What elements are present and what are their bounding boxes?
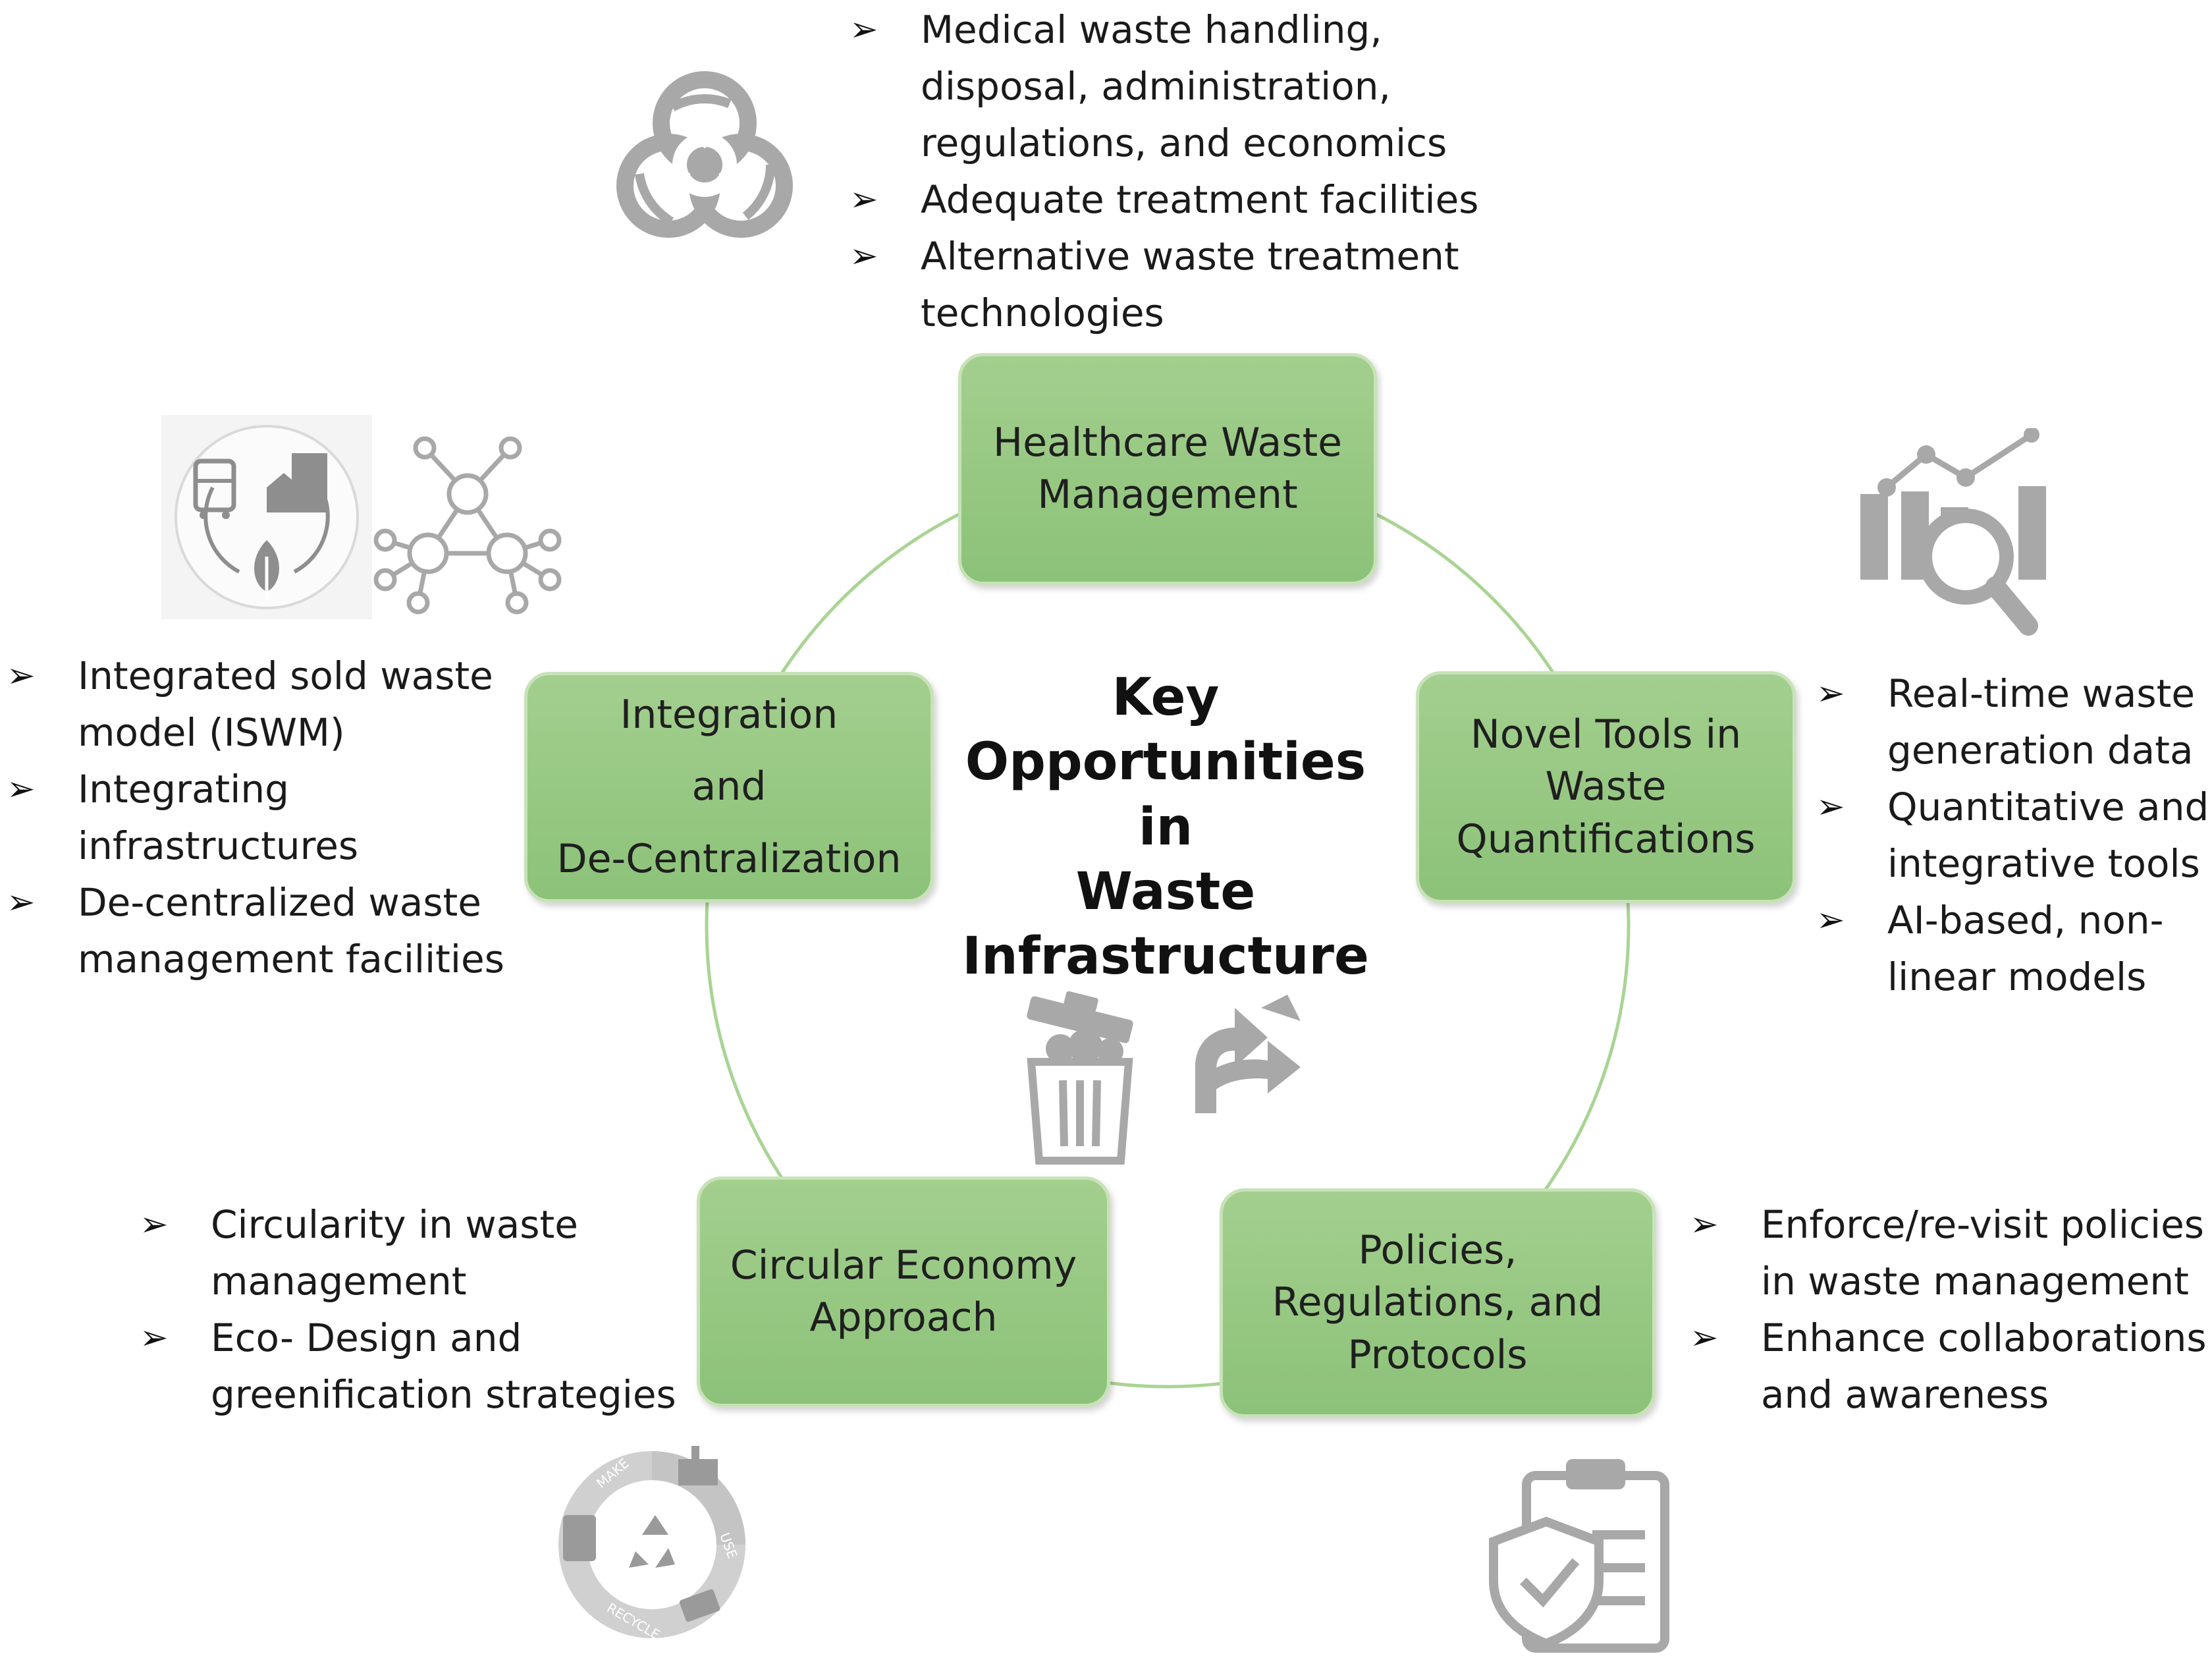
bullet-item: ➢Eco- Design and greenification strategi… — [140, 1310, 706, 1423]
bullet-item: ➢Integrating infrastructures — [7, 761, 520, 874]
bullets-healthcare: ➢Medical waste handling, disposal, admin… — [850, 1, 1574, 341]
bullet-item: ➢Alternative waste treatment technologie… — [850, 228, 1574, 341]
box-circular-economy: Circular Economy Approach — [697, 1176, 1110, 1407]
network-icon — [373, 436, 562, 615]
diverging-arrows-icon — [1195, 995, 1301, 1113]
biohazard-icon — [616, 71, 793, 238]
bullet-item: ➢AI-based, non- linear models — [1816, 892, 2211, 1005]
bullet-arrow-icon: ➢ — [7, 883, 36, 922]
bullet-item: ➢Enhance collaborations and awareness — [1690, 1310, 2212, 1423]
city-ecosystem-icon — [161, 415, 372, 619]
bullets-circular: ➢Circularity in waste management ➢Eco- D… — [140, 1196, 706, 1423]
bullet-item: ➢Circularity in waste management — [140, 1196, 706, 1310]
chart-magnifier-icon — [1860, 428, 2046, 636]
recycle-cycle-icon: MAKE USE RECYCLE — [558, 1446, 745, 1643]
box-novel-tools: Novel Tools in Waste Quantifications — [1416, 671, 1796, 903]
bullets-novel-tools: ➢Real-time waste generation data ➢Quanti… — [1816, 665, 2211, 1005]
bullet-item: ➢De-centralized waste management facilit… — [7, 874, 520, 987]
box-healthcare-label: Healthcare Waste Management — [992, 419, 1343, 518]
bullet-arrow-icon: ➢ — [7, 656, 36, 696]
bullet-arrow-icon: ➢ — [1690, 1205, 1719, 1244]
box-novel-tools-label: Novel Tools in Waste Quantifications — [1456, 711, 1756, 862]
bullet-arrow-icon: ➢ — [1690, 1318, 1719, 1358]
bullet-arrow-icon: ➢ — [7, 769, 36, 809]
bullet-item: ➢Real-time waste generation data — [1816, 665, 2211, 779]
policy-clipboard-icon — [1489, 1459, 1669, 1653]
trash-can-icon — [1027, 991, 1133, 1165]
bullet-item: ➢Adequate treatment facilities — [850, 171, 1574, 228]
box-policies-label: Policies, Regulations, and Protocols — [1272, 1227, 1604, 1378]
center-title: Key Opportunities in Waste Infrastructur… — [962, 668, 1369, 987]
box-healthcare-waste-management: Healthcare Waste Management — [958, 353, 1377, 585]
box-policies-regulations: Policies, Regulations, and Protocols — [1220, 1188, 1656, 1418]
bullets-integration: ➢Integrated sold waste model (ISWM) ➢Int… — [7, 648, 520, 987]
bullet-arrow-icon: ➢ — [1816, 900, 1845, 940]
bullet-arrow-icon: ➢ — [140, 1205, 169, 1244]
box-integration-decentralization: Integration and De-Centralization — [524, 672, 934, 902]
bullet-arrow-icon: ➢ — [1816, 787, 1845, 827]
box-circular-label: Circular Economy Approach — [730, 1242, 1077, 1340]
bullet-item: ➢Quantitative and integrative tools — [1816, 779, 2211, 892]
box-integration-label: Integration and De-Centralization — [556, 692, 902, 882]
bullet-arrow-icon: ➢ — [850, 10, 878, 49]
bullet-item: ➢Enforce/re-visit policies in waste mana… — [1690, 1196, 2212, 1310]
bullet-arrow-icon: ➢ — [850, 180, 878, 219]
bullets-policies: ➢Enforce/re-visit policies in waste mana… — [1690, 1196, 2212, 1423]
bullet-arrow-icon: ➢ — [850, 236, 878, 276]
bullet-arrow-icon: ➢ — [1816, 674, 1845, 713]
bullet-item: ➢Medical waste handling, disposal, admin… — [850, 1, 1574, 171]
bullet-item: ➢Integrated sold waste model (ISWM) — [7, 648, 520, 761]
bullet-arrow-icon: ➢ — [140, 1318, 169, 1358]
